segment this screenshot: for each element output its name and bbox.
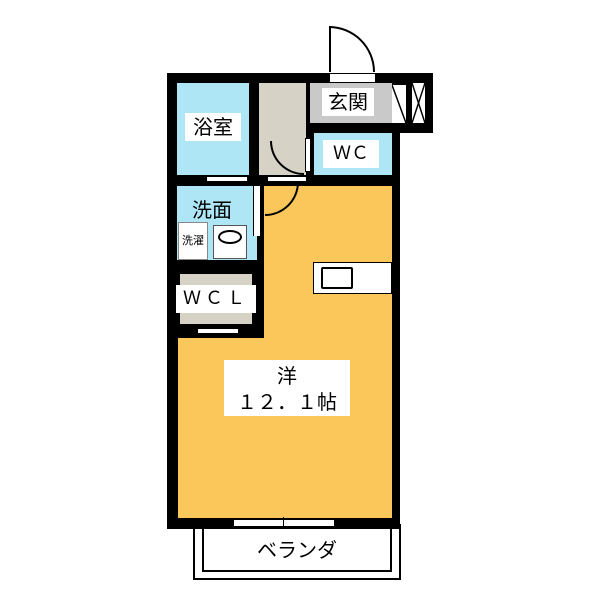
kitchen-counter: [313, 262, 392, 294]
balcony-outer-rail: [193, 524, 401, 580]
bathroom-label: 浴室: [185, 113, 241, 141]
toilet-label: ＷＣ: [323, 140, 379, 168]
entrance-label: 玄関: [322, 88, 374, 116]
hall-door-opening: [267, 176, 307, 182]
storage-cross-icon: [411, 82, 426, 124]
shoe-cabinet-icon: [391, 84, 407, 124]
front-door[interactable]: [329, 26, 375, 72]
laundry-label: 洗濯: [182, 234, 204, 247]
closet-label: ＷＣＬ: [176, 285, 256, 313]
toilet-door[interactable]: [305, 138, 311, 172]
storage-box: [411, 82, 426, 124]
front-door-opening: [329, 73, 376, 83]
laundry-area: [178, 222, 208, 260]
wash-basin: [213, 225, 247, 259]
western-room-size: １２．１帖: [237, 390, 337, 414]
shoe-cabinet: [391, 84, 407, 124]
window-divider: [283, 517, 284, 529]
balcony-inner-rail: [202, 524, 392, 572]
washroom-label: 洗面: [192, 198, 232, 222]
basin-bowl-icon: [218, 230, 242, 244]
western-room-label: 洋: [277, 364, 297, 388]
balcony-window[interactable]: [233, 517, 335, 529]
bathroom-door[interactable]: [206, 176, 248, 182]
balcony-label: ベランダ: [257, 538, 337, 562]
closet-door[interactable]: [197, 328, 239, 334]
washroom-sliding-door[interactable]: [253, 186, 261, 236]
sink-icon: [321, 267, 353, 289]
western-room-label-box: 洋 １２．１帖: [224, 360, 350, 416]
